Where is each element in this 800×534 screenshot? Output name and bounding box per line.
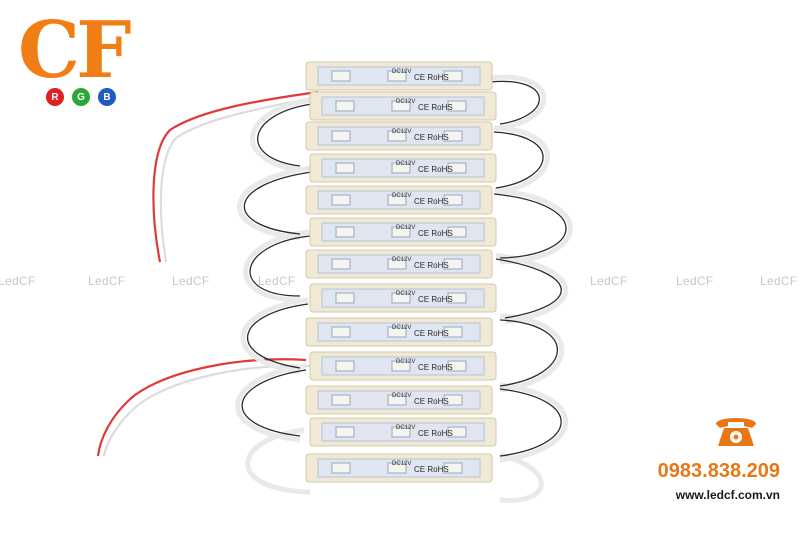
led-chip bbox=[447, 360, 467, 372]
module-cert-label: CE RoHS bbox=[418, 165, 453, 174]
led-chip bbox=[447, 100, 467, 112]
led-chip bbox=[391, 100, 411, 112]
led-chip bbox=[387, 130, 407, 142]
led-chip bbox=[391, 162, 411, 174]
watermark: LedCF bbox=[676, 274, 714, 288]
led-chip bbox=[443, 462, 463, 474]
website-link[interactable]: www.ledcf.com.vn bbox=[675, 488, 780, 502]
led-chip bbox=[335, 226, 355, 238]
led-chip bbox=[335, 360, 355, 372]
brand-logo: CF R G B bbox=[18, 12, 178, 114]
module-cert-label: CE RoHS bbox=[414, 197, 449, 206]
led-chip bbox=[331, 70, 351, 82]
module-voltage-label: DC12V bbox=[396, 291, 415, 297]
led-chip bbox=[443, 70, 463, 82]
module-voltage-label: DC12V bbox=[392, 129, 411, 135]
watermark: LedCF bbox=[0, 274, 36, 288]
led-chip bbox=[391, 226, 411, 238]
led-chip bbox=[331, 258, 351, 270]
module-voltage-label: DC12V bbox=[392, 393, 411, 399]
led-chip bbox=[335, 292, 355, 304]
module-voltage-label: DC12V bbox=[396, 425, 415, 431]
module-cert-label: CE RoHS bbox=[414, 329, 449, 338]
rgb-badges: R G B bbox=[46, 88, 116, 106]
led-chip bbox=[331, 394, 351, 406]
led-chip bbox=[331, 326, 351, 338]
module-voltage-label: DC12V bbox=[392, 461, 411, 467]
led-chip bbox=[443, 326, 463, 338]
led-chip bbox=[387, 462, 407, 474]
watermark: LedCF bbox=[760, 274, 798, 288]
phone-number[interactable]: 0983.838.209 bbox=[657, 460, 780, 482]
module-cert-label: CE RoHS bbox=[414, 261, 449, 270]
module-cert-label: CE RoHS bbox=[418, 363, 453, 372]
rgb-badge-g: G bbox=[72, 88, 90, 106]
led-chip bbox=[387, 70, 407, 82]
module-cert-label: CE RoHS bbox=[418, 429, 453, 438]
watermark: LedCF bbox=[590, 274, 628, 288]
led-chip bbox=[391, 292, 411, 304]
module-voltage-label: DC12V bbox=[396, 359, 415, 365]
led-chip bbox=[335, 426, 355, 438]
led-chip bbox=[443, 194, 463, 206]
module-voltage-label: DC12V bbox=[392, 257, 411, 263]
module-voltage-label: DC12V bbox=[396, 161, 415, 167]
module-voltage-label: DC12V bbox=[396, 225, 415, 231]
module-cert-label: CE RoHS bbox=[414, 397, 449, 406]
module-voltage-label: DC12V bbox=[392, 325, 411, 331]
led-chip bbox=[387, 194, 407, 206]
led-chip bbox=[443, 130, 463, 142]
led-chip bbox=[447, 426, 467, 438]
watermark: LedCF bbox=[172, 274, 210, 288]
led-chip bbox=[387, 326, 407, 338]
led-chip bbox=[331, 194, 351, 206]
led-chip bbox=[331, 130, 351, 142]
module-voltage-label: DC12V bbox=[392, 193, 411, 199]
logo-text: CF bbox=[18, 5, 131, 96]
rgb-badge-b: B bbox=[98, 88, 116, 106]
module-voltage-label: DC12V bbox=[396, 99, 415, 105]
led-chip bbox=[391, 360, 411, 372]
led-chip bbox=[443, 394, 463, 406]
module-cert-label: CE RoHS bbox=[414, 465, 449, 474]
led-chip bbox=[443, 258, 463, 270]
module-cert-label: CE RoHS bbox=[414, 133, 449, 142]
module-cert-label: CE RoHS bbox=[418, 103, 453, 112]
rgb-badge-r: R bbox=[46, 88, 64, 106]
module-cert-label: CE RoHS bbox=[414, 73, 449, 82]
led-chip bbox=[391, 426, 411, 438]
watermark: LedCF bbox=[88, 274, 126, 288]
module-cert-label: CE RoHS bbox=[418, 295, 453, 304]
led-chip bbox=[335, 162, 355, 174]
led-chip bbox=[387, 258, 407, 270]
module-voltage-label: DC12V bbox=[392, 69, 411, 75]
led-chip bbox=[387, 394, 407, 406]
contact-block: 0983.838.209 www.ledcf.com.vn bbox=[620, 410, 780, 520]
watermark: LedCF bbox=[258, 274, 296, 288]
module-cert-label: CE RoHS bbox=[418, 229, 453, 238]
phone-icon bbox=[716, 418, 756, 446]
led-chip bbox=[447, 226, 467, 238]
led-chip bbox=[331, 462, 351, 474]
led-chip bbox=[335, 100, 355, 112]
led-chip bbox=[447, 292, 467, 304]
led-chip bbox=[447, 162, 467, 174]
